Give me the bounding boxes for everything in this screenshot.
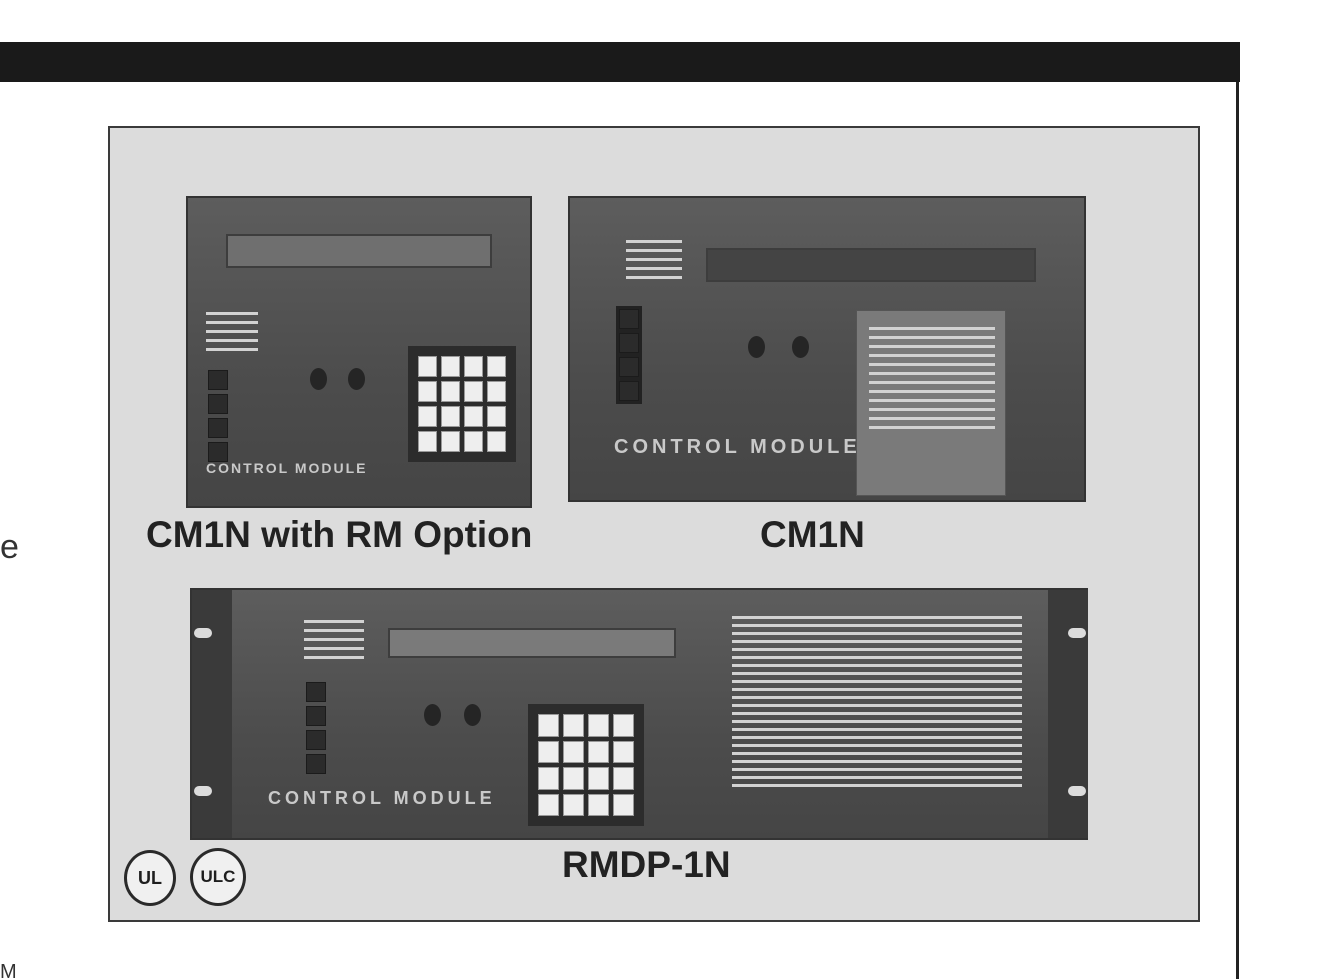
ul-listed-icon: UL bbox=[124, 850, 176, 906]
page-right-rule bbox=[1236, 82, 1239, 979]
ulc-listed-icon: ULC bbox=[190, 848, 246, 906]
led-button-column bbox=[616, 306, 642, 404]
panel-brand-text: CONTROL MODULE bbox=[614, 436, 861, 458]
led-button-column bbox=[306, 682, 326, 774]
knob-right bbox=[348, 368, 365, 390]
caption-rmdp-1n: RMDP-1N bbox=[562, 844, 731, 885]
lcd-display bbox=[706, 248, 1036, 282]
page-bottom-text: M bbox=[0, 961, 17, 979]
knob-right bbox=[792, 336, 809, 358]
caption-cm1n: CM1N bbox=[760, 514, 865, 555]
knob-left bbox=[310, 368, 327, 390]
status-legend bbox=[626, 240, 682, 279]
caption-cm1n-rm-option: CM1N with RM Option bbox=[146, 514, 533, 555]
rack-slot bbox=[194, 786, 212, 796]
printed-instructions bbox=[732, 616, 1022, 787]
rack-slot bbox=[1068, 786, 1086, 796]
cm1n-rm-panel: CONTROL MODULE bbox=[186, 196, 532, 508]
status-legend bbox=[304, 620, 364, 659]
led-button-column bbox=[208, 370, 228, 462]
cm1n-panel: CONTROL MODULE bbox=[568, 196, 1086, 502]
status-legend bbox=[206, 312, 258, 351]
knob-right bbox=[464, 704, 481, 726]
rack-slot bbox=[194, 628, 212, 638]
panel-brand-text: CONTROL MODULE bbox=[206, 460, 368, 476]
operating-instructions-card bbox=[856, 310, 1006, 496]
panel-brand-text: CONTROL MODULE bbox=[268, 788, 496, 808]
rmdp-1n-panel: CONTROL MODULE bbox=[190, 588, 1088, 840]
keypad bbox=[528, 704, 644, 826]
lcd-display bbox=[226, 234, 492, 268]
product-photo-frame: CONTROL MODULE CONTROL MODULE bbox=[108, 126, 1200, 922]
header-bar bbox=[0, 42, 1240, 82]
knob-left bbox=[748, 336, 765, 358]
rack-slot bbox=[1068, 628, 1086, 638]
keypad bbox=[408, 346, 516, 462]
lcd-display bbox=[388, 628, 676, 658]
page-edge-text: e bbox=[0, 528, 19, 566]
knob-left bbox=[424, 704, 441, 726]
